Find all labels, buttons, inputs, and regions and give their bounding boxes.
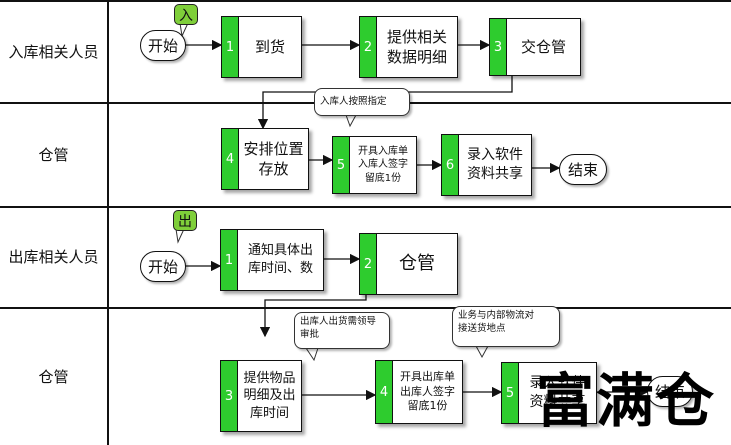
lane-divider-3	[0, 307, 731, 309]
callout-pointer-out-2	[475, 345, 489, 359]
inbound-step-5: 5 开具入库单 入库人签字 留底1份	[332, 136, 417, 194]
callout-pointer-in	[345, 114, 357, 128]
inbound-step-1: 1 到货	[221, 16, 302, 78]
step-text: 开具入库单 入库人签字 留底1份	[358, 145, 408, 184]
inbound-tag: 入	[174, 4, 198, 25]
step-text: 通知具体出 库时间、数	[247, 243, 313, 276]
step-number: 5	[333, 137, 350, 193]
inbound-step-3: 3 交仓管	[489, 18, 581, 76]
step-text: 安排位置 存放	[243, 139, 304, 178]
outbound-step-2: 2 仓管	[359, 233, 458, 295]
inbound-step-6: 6 录入软件 资料共享	[441, 134, 532, 196]
step-number: 6	[442, 135, 459, 195]
step-number: 1	[221, 230, 238, 290]
step-text: 录入软件 资料共享	[467, 147, 523, 182]
lane-label-outbound-staff: 出库相关人员	[8, 248, 99, 266]
lane-label-warehouse-2: 仓管	[38, 367, 69, 386]
step-number: 4	[222, 129, 239, 189]
step-number: 1	[222, 17, 239, 77]
inbound-step-2: 2 提供相关 数据明细	[359, 16, 458, 78]
outbound-step-3: 3 提供物品 明细及出 库时间	[220, 360, 302, 432]
step-text: 交仓管	[520, 37, 566, 56]
inbound-end-node: 结束	[559, 154, 607, 185]
step-text: 开具出库单 出库人签字 留底1份	[400, 369, 455, 413]
outbound-step-1: 1 通知具体出 库时间、数	[220, 229, 324, 291]
lane-label-warehouse-1: 仓管	[38, 145, 69, 164]
step-text: 录入软件 资料共享	[529, 375, 586, 410]
step-number: 3	[490, 19, 507, 75]
step-text: 到货	[254, 37, 285, 56]
step-number: 2	[360, 17, 377, 77]
lane-divider-2	[0, 206, 731, 208]
outbound-start-node: 开始	[140, 251, 186, 282]
outbound-callout-approval: 出库人出货需领导 审批	[294, 312, 390, 349]
outbound-end-node: 结束	[647, 376, 693, 407]
step-number: 2	[360, 234, 377, 294]
arrow-out-2-to-3	[259, 295, 367, 338]
watermark-logo: 富满仓	[536, 367, 717, 435]
step-number: 5	[502, 363, 519, 423]
outbound-step-4: 4 开具出库单 出库人签字 留底1份	[375, 360, 463, 424]
tag-pointer-out	[175, 228, 185, 244]
step-number: 3	[221, 361, 238, 431]
inbound-start-node: 开始	[140, 30, 186, 61]
outbound-callout-logistics: 业务与内部物流对 接送货地点	[452, 306, 560, 347]
inbound-callout: 入库人按照指定	[314, 88, 410, 116]
lane-label-inbound-staff: 入库相关人员	[8, 42, 99, 61]
step-number: 4	[376, 361, 393, 423]
lane-label-column-divider	[107, 0, 109, 445]
step-text: 仓管	[399, 252, 435, 274]
callout-pointer-out-1	[305, 347, 319, 362]
step-text: 提供物品 明细及出 库时间	[243, 370, 296, 421]
lane-border-top	[0, 0, 731, 2]
outbound-step-5: 5 录入软件 资料共享	[501, 362, 597, 424]
inbound-step-4: 4 安排位置 存放	[221, 128, 309, 190]
step-text: 提供相关 数据明细	[386, 27, 447, 66]
outbound-tag: 出	[173, 210, 197, 231]
